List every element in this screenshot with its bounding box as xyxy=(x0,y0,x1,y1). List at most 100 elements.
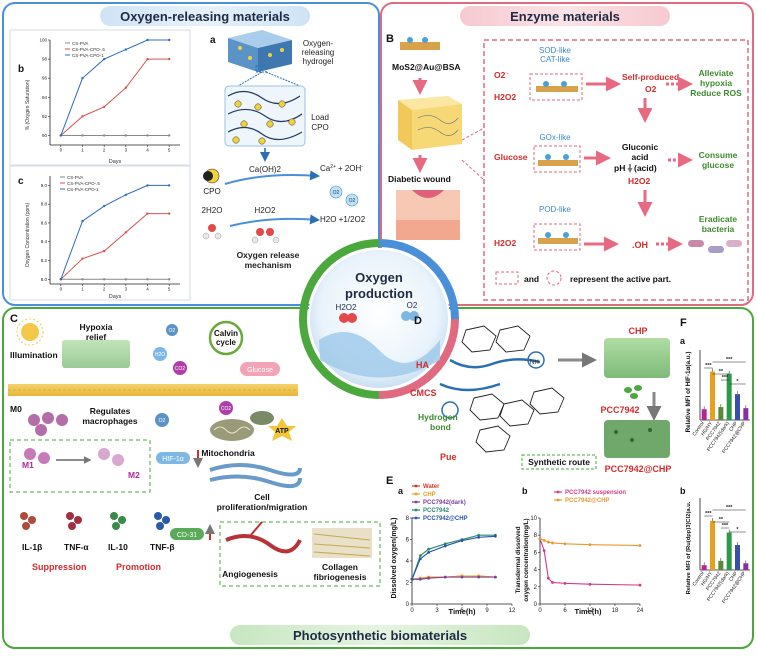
legend-e-a-label-0: Water xyxy=(423,484,440,490)
F-a-sig-label-2: *** xyxy=(726,357,733,363)
A-c-point-2-3 xyxy=(124,193,128,196)
calvin-label-1: Calvin xyxy=(214,329,238,338)
m1-cell-icon xyxy=(24,448,50,464)
A-b-point-1-3 xyxy=(124,86,128,89)
atp-label: ATP xyxy=(275,428,289,435)
F-a-sig-label-3: *** xyxy=(722,375,729,381)
sod-label-1: SOD-like xyxy=(539,46,572,55)
chart-a-c-letter: c xyxy=(18,176,24,187)
chart-a-b-frame xyxy=(9,29,191,166)
bacteria-icon xyxy=(688,240,742,253)
A-c-xtick-label-0: 0 xyxy=(60,287,63,292)
F-a-bar-4 xyxy=(735,394,740,420)
o2-text-c2: O2 xyxy=(159,418,166,424)
center-h2o2: H2O2 xyxy=(336,303,357,312)
skin-wound-icon xyxy=(396,190,460,240)
glucose-label-c: Glucose xyxy=(247,367,273,374)
reaction-arrow-lower xyxy=(229,214,320,227)
E-a-point-2-1 xyxy=(418,577,422,581)
cd31-pill xyxy=(170,528,204,540)
E-b-xtick-label-0: 0 xyxy=(538,608,542,614)
E-b-ytick-label-0: 0 xyxy=(534,602,538,608)
glucose-text: Glucose xyxy=(494,152,528,162)
o2-text-c1: O2 xyxy=(169,328,176,334)
chart-e-b-ylabel-1: Transdermal dissolved xyxy=(515,526,522,593)
zoom-dash-b1 xyxy=(461,127,485,141)
tnfb-label: TNF-β xyxy=(150,542,175,552)
A-c-ytick-label-2: 8.4 xyxy=(41,239,48,244)
E-b-point-0-3 xyxy=(551,581,554,584)
consume-label-2: glucose xyxy=(702,160,734,170)
E-b-point-1-4 xyxy=(563,542,567,546)
oh-radical-text: .OH xyxy=(632,240,648,250)
A-b-point-2-4 xyxy=(146,38,149,42)
A-b-ytick-label-0: 90 xyxy=(42,133,48,138)
A-c-xtick-label-1: 1 xyxy=(81,287,84,292)
collagen-label-2: fibriogenesis xyxy=(314,572,367,582)
reaction-arrow-upper xyxy=(224,170,320,185)
h2o-circle-c xyxy=(153,347,167,361)
cpo-label: CPO xyxy=(203,187,220,196)
cytokine-particles-icon xyxy=(20,512,170,530)
E-b-xtick-label-3: 18 xyxy=(612,608,619,614)
sod-label-2: CAT-like xyxy=(540,55,570,64)
legend-e-b-label-1: PCC7942@CHP xyxy=(565,498,610,504)
panel-e-b-letter: b xyxy=(522,486,528,496)
gel-block-c xyxy=(62,340,130,368)
A-c-point-2-0 xyxy=(59,278,63,281)
F-b-sig-label-4: * xyxy=(736,527,739,533)
E-a-xtick-label-2: 6 xyxy=(460,608,464,614)
E-b-point-1-3 xyxy=(551,541,554,545)
legend-a-b-0: CS-PVA xyxy=(72,41,88,46)
o2-circle-c2 xyxy=(155,413,169,427)
E-b-ytick-label-4: 8 xyxy=(534,533,538,539)
pccchp-gel-block-icon xyxy=(604,420,670,458)
enzyme-sheet-icon-3 xyxy=(538,232,578,244)
eradicate-label-1: Eradicate xyxy=(699,214,738,224)
legend-e-a-label-4: PCC7942@CHP xyxy=(423,516,468,522)
blood-vessel-icon xyxy=(225,521,302,554)
h2o-text-c: H2O xyxy=(155,352,165,358)
E-a-point-4-0 xyxy=(410,577,414,581)
chart-a-b-ylabel: % (Oxygen Saturation) xyxy=(25,79,31,130)
h2o2-text-1: H2O2 xyxy=(494,92,516,102)
calvin-cycle-icon xyxy=(208,320,244,356)
A-c-point-1-3 xyxy=(124,231,128,234)
E-a-point-2-4 xyxy=(460,575,464,579)
A-b-point-2-2 xyxy=(102,57,106,61)
F-b-bar-2 xyxy=(718,560,724,570)
chart-e-a-ylabel: Dissolved oxygen(mg/L) xyxy=(391,518,398,599)
legend-e-a-marker-0 xyxy=(414,484,418,488)
A-b-point-1-5 xyxy=(167,57,171,61)
E-b-xtick-label-2: 12 xyxy=(587,608,594,614)
peroxide-molecule-icon xyxy=(251,228,280,244)
panel-d-letter: D xyxy=(414,315,422,327)
enzyme-sheet-icon-1 xyxy=(536,81,578,92)
A-b-point-0-1 xyxy=(81,134,84,137)
legend-e-a-label-3: PCC7942 xyxy=(423,508,450,514)
panel-f-a-letter: a xyxy=(680,336,686,346)
A-b-point-0-5 xyxy=(167,134,171,137)
tnfa-label: TNF-α xyxy=(64,542,89,552)
active-box-1 xyxy=(529,73,583,101)
mos2-nanosheet-icon xyxy=(400,37,440,50)
A-c-point-1-5 xyxy=(167,212,171,215)
A-c-series-line-2 xyxy=(60,184,170,280)
mechanism-label-2: mechanism xyxy=(245,260,292,270)
legend-a-c-1: CS-PVA-CPO-.5 xyxy=(67,181,100,186)
hypoxia-label-1: Hypoxia xyxy=(79,322,112,332)
hydrogel-cube-illustration xyxy=(228,30,292,73)
active-box-3 xyxy=(533,223,581,251)
E-b-point-1-5 xyxy=(588,543,592,547)
co2-text-c1: CO2 xyxy=(175,366,186,372)
polymer-network-illustration xyxy=(224,85,306,147)
chart-a-c-frame xyxy=(9,165,191,301)
products-label: H2O +1/2O2 xyxy=(320,215,366,224)
calvin-label-2: cycle xyxy=(216,338,237,347)
ha-label: HA xyxy=(416,360,429,370)
glucose-pill xyxy=(240,362,280,376)
fibroblast-cells-icon xyxy=(209,463,302,489)
